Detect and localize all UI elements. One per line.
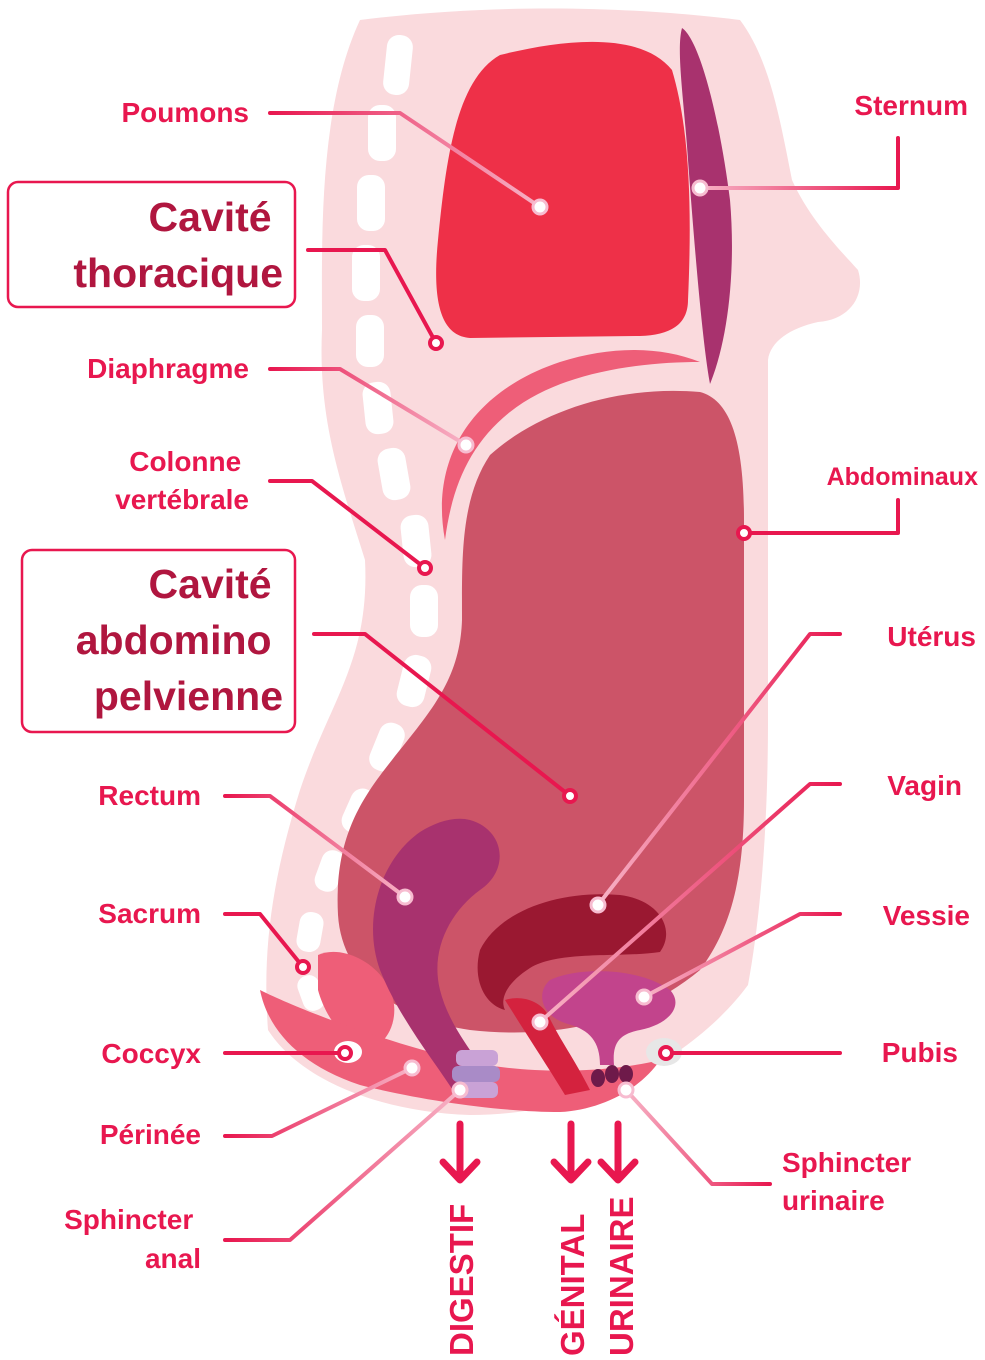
lungs bbox=[436, 42, 690, 338]
label-poumons: Poumons bbox=[121, 97, 249, 128]
outlet-genital: GÉNITAL bbox=[554, 1214, 591, 1356]
arrow-genital bbox=[554, 1124, 588, 1180]
label-coccyx: Coccyx bbox=[101, 1038, 201, 1069]
label-perinee: Périnée bbox=[100, 1119, 201, 1150]
label-vessie: Vessie bbox=[883, 900, 970, 931]
label-sacrum: Sacrum bbox=[98, 898, 201, 929]
leader-sphincter-anal bbox=[225, 1090, 460, 1240]
label-rectum: Rectum bbox=[98, 780, 201, 811]
label-abdominaux: Abdominaux bbox=[827, 463, 978, 491]
leader-sphincter-urinaire bbox=[626, 1090, 770, 1184]
label-sternum: Sternum bbox=[854, 90, 968, 121]
outlet-urinaire: URINAIRE bbox=[603, 1196, 640, 1356]
arrow-urinaire bbox=[601, 1124, 635, 1180]
label-diaphragme: Diaphragme bbox=[87, 353, 249, 384]
label-pubis: Pubis bbox=[882, 1037, 958, 1068]
label-colonne: Colonne vertébrale bbox=[115, 446, 249, 515]
label-sphincter-anal: Sphincter anal bbox=[64, 1204, 201, 1274]
outlet-digestif: DIGESTIF bbox=[443, 1204, 480, 1356]
label-vagin: Vagin bbox=[887, 770, 962, 801]
arrow-digestif bbox=[443, 1124, 477, 1180]
label-uterus: Utérus bbox=[887, 621, 976, 652]
label-sphincter-urinaire: Sphincter urinaire bbox=[782, 1147, 919, 1216]
